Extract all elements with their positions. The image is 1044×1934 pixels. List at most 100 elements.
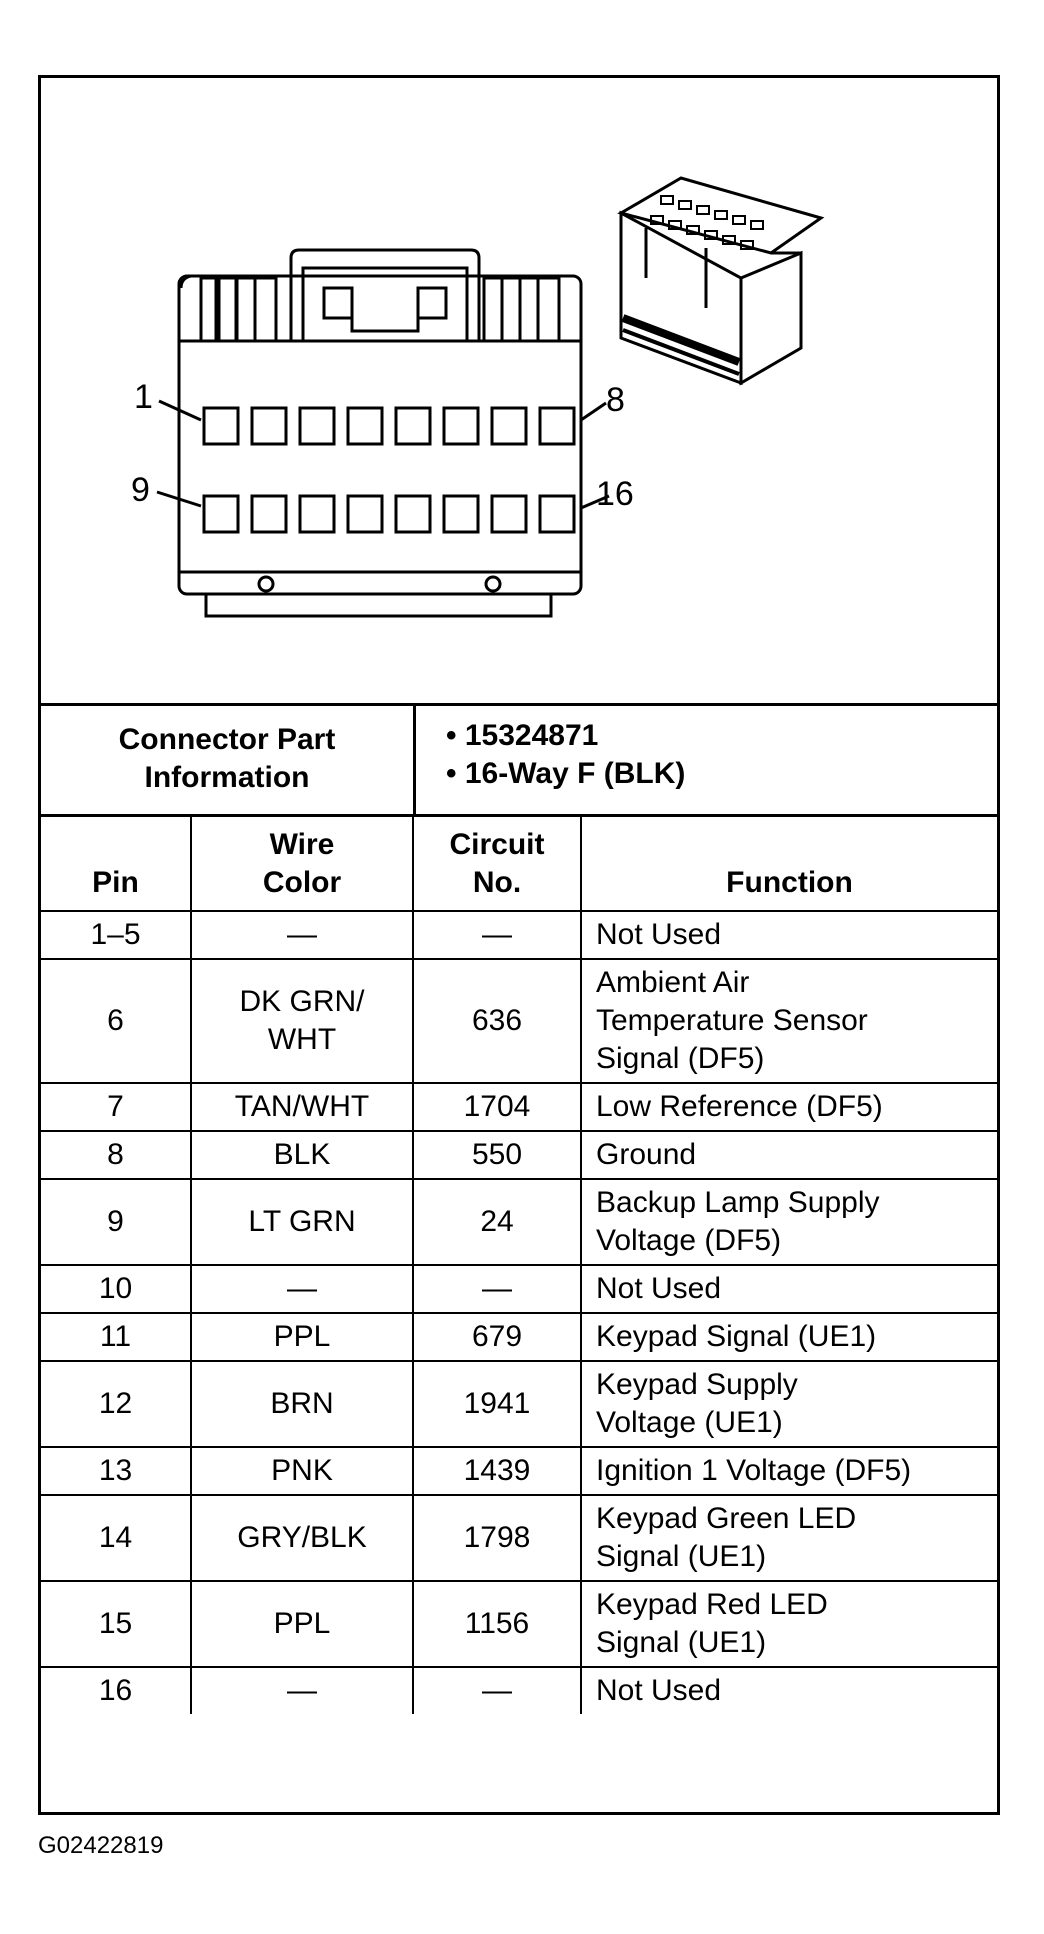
circuit-cell: 1439 bbox=[412, 1446, 582, 1496]
pin-cell: 16 bbox=[41, 1666, 192, 1714]
circuit-cell: 1798 bbox=[412, 1494, 582, 1582]
function-cell: Not Used bbox=[580, 910, 997, 960]
function-line: Ground bbox=[596, 1138, 697, 1171]
function-line: Keypad Green LED bbox=[596, 1502, 857, 1535]
function-line: Voltage (DF5) bbox=[596, 1224, 782, 1257]
function-line: Temperature Sensor bbox=[596, 1004, 868, 1037]
table-row: 10——Not Used bbox=[41, 1264, 997, 1314]
function-line: Signal (DF5) bbox=[596, 1042, 765, 1075]
circuit-cell: — bbox=[412, 1264, 582, 1314]
function-line: Ignition 1 Voltage (DF5) bbox=[596, 1454, 912, 1487]
function-line: Keypad Red LED bbox=[596, 1588, 828, 1621]
wire-color-cell: GRY/BLK bbox=[190, 1494, 414, 1582]
function-cell: Keypad Green LED Signal (UE1) bbox=[580, 1494, 997, 1582]
table-row: 16——Not Used bbox=[41, 1666, 997, 1714]
connector-part-number: • 15324871 bbox=[446, 719, 599, 752]
function-line: Not Used bbox=[596, 918, 722, 951]
pin-label-8: 8 bbox=[606, 381, 625, 419]
pin-cell: 8 bbox=[41, 1130, 192, 1180]
circuit-cell: 1941 bbox=[412, 1360, 582, 1448]
function-line: Keypad Signal (UE1) bbox=[596, 1320, 877, 1353]
function-cell: Ground bbox=[580, 1130, 997, 1180]
connector-iso-view bbox=[617, 176, 825, 386]
function-line: Signal (UE1) bbox=[596, 1540, 767, 1573]
wire-color-cell: DK GRN/ WHT bbox=[190, 958, 414, 1084]
table-row: 1–5——Not Used bbox=[41, 910, 997, 960]
circuit-cell: 24 bbox=[412, 1178, 582, 1266]
function-cell: Keypad Signal (UE1) bbox=[580, 1312, 997, 1362]
pin-cell: 15 bbox=[41, 1580, 192, 1668]
pin-cell: 11 bbox=[41, 1312, 192, 1362]
connector-face-drawing bbox=[156, 176, 825, 618]
connector-info-values: • 15324871 • 16-Way F (BLK) bbox=[416, 703, 996, 814]
wire-color-cell: — bbox=[190, 910, 414, 960]
function-cell: Not Used bbox=[580, 1264, 997, 1314]
pin-label-1: 1 bbox=[134, 378, 153, 416]
circuit-cell: 679 bbox=[412, 1312, 582, 1362]
circuit-cell: 636 bbox=[412, 958, 582, 1084]
wire-color-cell: — bbox=[190, 1264, 414, 1314]
circuit-cell: 1156 bbox=[412, 1580, 582, 1668]
circuit-cell: 1704 bbox=[412, 1082, 582, 1132]
function-cell: Low Reference (DF5) bbox=[580, 1082, 997, 1132]
function-line: Low Reference (DF5) bbox=[596, 1090, 883, 1123]
function-line: Keypad Supply bbox=[596, 1368, 798, 1401]
function-line: Signal (UE1) bbox=[596, 1626, 767, 1659]
wire-color-cell: PNK bbox=[190, 1446, 414, 1496]
wire-color-cell: PPL bbox=[190, 1312, 414, 1362]
wire-color-cell: TAN/WHT bbox=[190, 1082, 414, 1132]
wire-color-cell: LT GRN bbox=[190, 1178, 414, 1266]
circuit-cell: — bbox=[412, 1666, 582, 1714]
header-function: Function bbox=[580, 817, 997, 912]
header-pin: Pin bbox=[41, 817, 192, 912]
pin-cell: 13 bbox=[41, 1446, 192, 1496]
function-line: Voltage (UE1) bbox=[596, 1406, 783, 1439]
pin-cell: 7 bbox=[41, 1082, 192, 1132]
function-line: Not Used bbox=[596, 1272, 722, 1305]
connector-info-label-line2: Information bbox=[144, 760, 310, 794]
wire-color-cell: BLK bbox=[190, 1130, 414, 1180]
circuit-cell: — bbox=[412, 910, 582, 960]
connector-part-info: Connector Part Information • 15324871 • … bbox=[41, 703, 997, 817]
connector-sheet: 1 8 9 16 Connector Part Information • 15… bbox=[38, 75, 1000, 1815]
wire-color-cell: PPL bbox=[190, 1580, 414, 1668]
connector-info-label: Connector Part Information bbox=[41, 703, 416, 814]
connector-diagram: 1 8 9 16 bbox=[41, 78, 997, 706]
circuit-cell: 550 bbox=[412, 1130, 582, 1180]
pin-cell: 9 bbox=[41, 1178, 192, 1266]
pin-label-9: 9 bbox=[131, 471, 150, 509]
pin-cell: 10 bbox=[41, 1264, 192, 1314]
wire-color-cell: BRN bbox=[190, 1360, 414, 1448]
function-line: Not Used bbox=[596, 1674, 722, 1707]
function-cell: Not Used bbox=[580, 1666, 997, 1714]
pin-label-16: 16 bbox=[596, 475, 634, 513]
figure-code: G02422819 bbox=[38, 1832, 164, 1859]
pin-cell: 6 bbox=[41, 958, 192, 1084]
function-cell: Keypad Red LED Signal (UE1) bbox=[580, 1580, 997, 1668]
pin-cell: 12 bbox=[41, 1360, 192, 1448]
pin-cell: 1–5 bbox=[41, 910, 192, 960]
pin-cell: 14 bbox=[41, 1494, 192, 1582]
function-line: Backup Lamp Supply bbox=[596, 1186, 880, 1219]
connector-type: • 16-Way F (BLK) bbox=[446, 757, 686, 790]
function-cell: Ignition 1 Voltage (DF5) bbox=[580, 1446, 997, 1496]
function-line: Ambient Air bbox=[596, 966, 750, 999]
wire-color-cell: — bbox=[190, 1666, 414, 1714]
connector-info-label-line1: Connector Part bbox=[118, 722, 336, 756]
